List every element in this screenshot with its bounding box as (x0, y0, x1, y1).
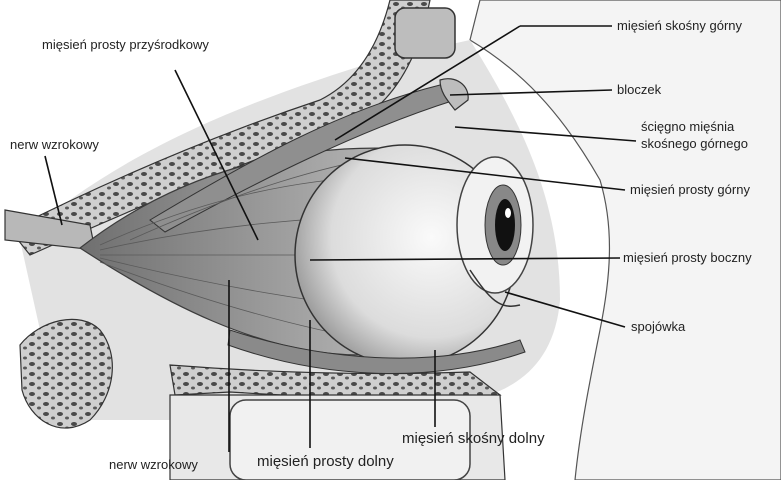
label-superior-rectus: mięsień prosty górny (630, 182, 750, 197)
label-optic-nerve-bottom: nerw wzrokowy (109, 457, 198, 472)
label-medial-rectus: mięsień prosty przyśrodkowy (42, 37, 209, 52)
label-lateral-rectus: mięsień prosty boczny (623, 250, 752, 265)
anatomy-illustration (5, 0, 781, 480)
pupil-highlight (505, 208, 511, 218)
label-conjunctiva: spojówka (631, 319, 686, 334)
label-inferior-oblique: mięsień skośny dolny (402, 430, 545, 447)
pupil (495, 199, 515, 251)
frontal-sinus (395, 8, 455, 58)
label-sup-oblique-tendon-line2: skośnego górnego (641, 136, 748, 151)
label-inferior-rectus: mięsień prosty dolny (257, 453, 394, 470)
label-superior-oblique: mięsień skośny górny (617, 18, 742, 33)
label-trochlea: bloczek (617, 82, 662, 97)
label-sup-oblique-tendon-line1: ścięgno mięśnia (641, 119, 735, 134)
label-optic-nerve-top: nerw wzrokowy (10, 137, 99, 152)
